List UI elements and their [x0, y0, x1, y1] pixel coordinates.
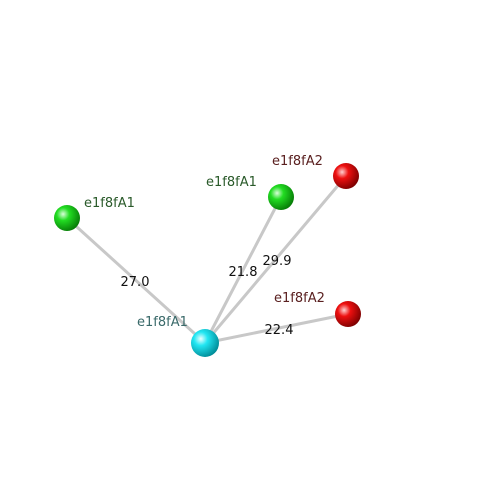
neighbor-node: [333, 163, 359, 189]
neighbor-label: e1f8fA1: [206, 175, 257, 190]
distance-label: 29.9: [263, 254, 292, 269]
bond-group: [65, 174, 350, 345]
distance-label: 27.0: [121, 275, 150, 290]
distance-label: 22.4: [265, 323, 294, 338]
neighbor-label: e1f8fA2: [272, 154, 323, 169]
node-labels: e1f8fA1 e1f8fA1 e1f8fA2 e1f8fA2 e1f8fA1: [84, 154, 325, 330]
center-node: [191, 329, 219, 357]
bond-line: [203, 195, 283, 345]
distance-label: 21.8: [229, 265, 258, 280]
neighbor-node: [54, 205, 80, 231]
neighbor-node: [268, 184, 294, 210]
neighbor-label: e1f8fA1: [84, 196, 135, 211]
neighbor-node: [335, 301, 361, 327]
bond-line: [65, 216, 207, 345]
neighbor-label: e1f8fA2: [274, 291, 325, 306]
bond-line: [203, 174, 348, 345]
distance-labels: 27.0 21.8 29.9 22.4: [121, 254, 294, 338]
center-label: e1f8fA1: [137, 315, 188, 330]
node-group: [54, 163, 361, 357]
bond-line: [203, 312, 350, 345]
